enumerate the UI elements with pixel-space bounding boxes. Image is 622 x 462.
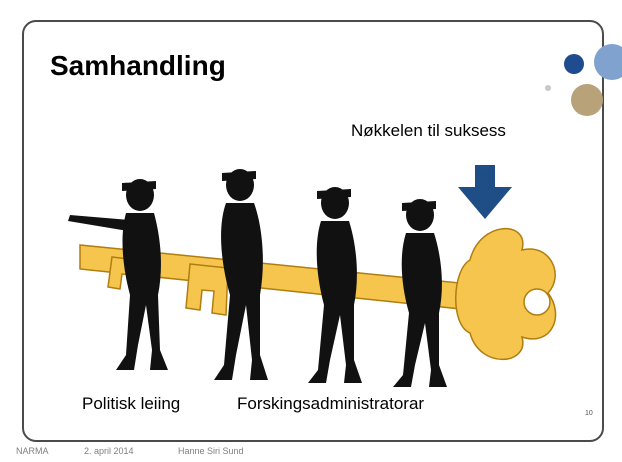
dot-tan <box>571 84 603 116</box>
footer-date: 2. april 2014 <box>84 446 134 456</box>
key-shape <box>79 228 557 360</box>
footer-org: NARMA <box>16 446 49 456</box>
dot-light-blue <box>594 44 622 80</box>
person-silhouette-icon-1 <box>68 179 168 370</box>
slide-title: Samhandling <box>50 50 226 81</box>
dot-small-grey <box>545 85 551 91</box>
label-politisk-leiing: Politisk leiing <box>82 394 181 413</box>
decorative-dots <box>545 44 622 116</box>
page-number: 10 <box>585 410 593 417</box>
footer-author: Hanne Siri Sund <box>178 446 244 456</box>
label-forskingsadministratorar: Forskingsadministratorar <box>237 394 425 413</box>
person-silhouette-icon-2 <box>214 169 268 380</box>
down-arrow-icon <box>458 165 512 219</box>
dot-dark-blue <box>564 54 584 74</box>
person-silhouette-icon-3 <box>308 187 362 383</box>
key-illustration <box>68 165 557 387</box>
key-label: Nøkkelen til suksess <box>351 121 506 140</box>
person-silhouette-icon-4 <box>393 199 447 387</box>
